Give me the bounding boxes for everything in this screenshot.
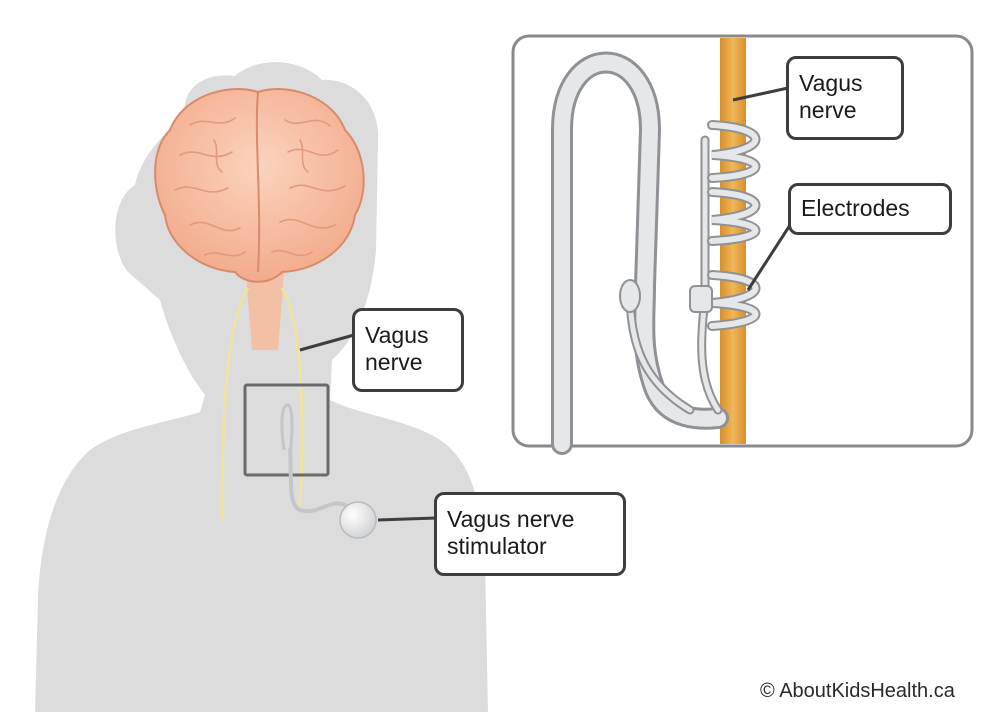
- copyright-text: © AboutKidsHealth.ca: [760, 680, 955, 702]
- vagus-nerve-label: Vagus nerve: [352, 308, 464, 392]
- leader-line-inset-nerve: [732, 86, 789, 102]
- electrode-coil: [707, 187, 761, 246]
- inset-vagus-nerve-label: Vagus nerve: [786, 56, 904, 140]
- leader-line-stimulator: [377, 516, 437, 522]
- brain-stem: [245, 262, 285, 350]
- leader-line-electrodes: [746, 221, 794, 291]
- electrode-coil: [707, 120, 761, 183]
- leader-line-body-nerve: [299, 333, 355, 352]
- vagus-nerve-left: [220, 287, 250, 521]
- inset-lead: [551, 51, 729, 455]
- small-electrode-lead: [280, 403, 294, 456]
- vagus-nerve-label-line1: Vagus: [365, 322, 429, 348]
- stimulator-label: Vagus nerve stimulator: [434, 492, 626, 576]
- electrodes-label-text: Electrodes: [801, 195, 910, 221]
- vagus-nerve-right: [280, 287, 304, 506]
- electrodes-label: Electrodes: [788, 183, 952, 235]
- brain: [154, 88, 365, 283]
- inset-vagus-nerve-label-line2: nerve: [799, 97, 857, 123]
- lead-junction: [619, 279, 641, 313]
- stimulator-device: [339, 501, 377, 539]
- electrode-anchor: [689, 285, 713, 313]
- vagus-nerve-label-line2: nerve: [365, 349, 423, 375]
- stimulator-label-line2: stimulator: [447, 533, 547, 559]
- inset-vagus-nerve-label-line1: Vagus: [799, 70, 863, 96]
- stimulator-label-line1: Vagus nerve: [447, 506, 575, 532]
- lead-wire: [288, 448, 347, 514]
- body-silhouette: [35, 62, 488, 712]
- implant-region-box: [243, 383, 330, 477]
